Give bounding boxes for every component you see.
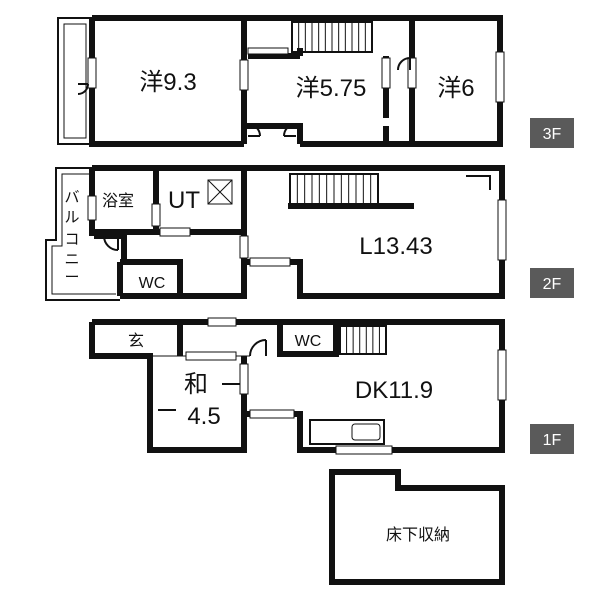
room-western-5-75: 洋5.75 — [296, 75, 367, 102]
room-wc-1f: WC — [295, 333, 322, 350]
storage-label: 床下収納 — [386, 526, 450, 544]
balcony-char-4: ニ — [64, 251, 79, 268]
floor-badge-3f: 3F — [530, 118, 574, 148]
room-western-6: 洋6 — [437, 75, 474, 102]
balcony-char-2: ル — [64, 209, 79, 226]
balcony-char-5: ー — [64, 269, 79, 286]
room-entrance: 玄 — [128, 332, 144, 350]
stairs-2f — [288, 173, 414, 209]
floor-1f: 玄 和 4.5 WC DK11.9 — [89, 317, 507, 455]
room-living: L13.43 — [359, 233, 432, 260]
balcony-char-3: コ — [64, 231, 79, 248]
underfloor-storage: 床下収納 — [329, 469, 505, 585]
balcony-3f — [57, 17, 93, 145]
svg-text:1F: 1F — [543, 432, 562, 449]
floor-badge-2f: 2F — [530, 268, 574, 298]
floor-badge-1f: 1F — [530, 424, 574, 454]
room-japanese-label: 和 — [184, 371, 208, 398]
balcony-2f — [45, 167, 120, 301]
room-wc-2f: WC — [139, 275, 166, 292]
room-japanese-size: 4.5 — [187, 403, 220, 430]
stairs-1f — [339, 325, 387, 355]
room-dining-kitchen: DK11.9 — [355, 377, 433, 404]
floor-2f: バ ル コ ニ ー 浴室 UT WC L13.43 — [45, 165, 507, 301]
room-western-9-3: 洋9.3 — [139, 69, 196, 96]
svg-text:2F: 2F — [543, 276, 562, 293]
svg-text:3F: 3F — [543, 126, 562, 143]
room-utility: UT — [168, 187, 200, 214]
balcony-char-1: バ — [64, 189, 79, 206]
floor-3f: 洋9.3 洋5.75 洋6 — [57, 15, 505, 147]
room-bath: 浴室 — [102, 192, 134, 210]
